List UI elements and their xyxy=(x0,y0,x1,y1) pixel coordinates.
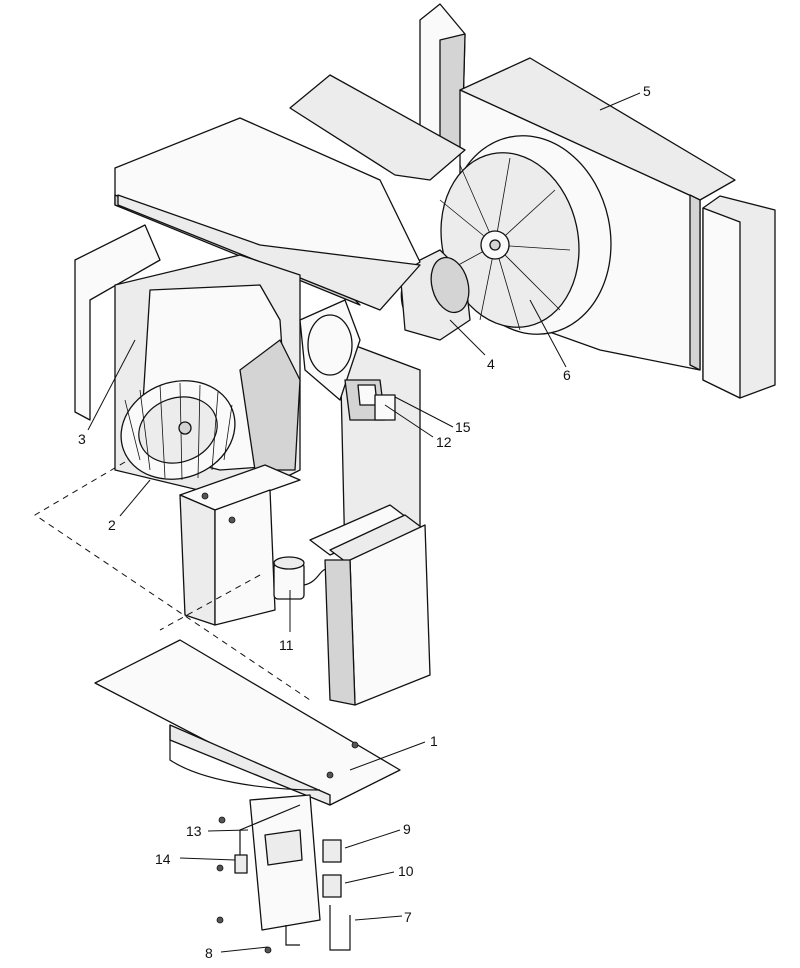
callout-labels: 1 2 3 4 5 6 7 8 9 10 11 12 13 14 15 xyxy=(78,83,651,961)
alignment-lines xyxy=(34,461,311,701)
callout-1: 1 xyxy=(430,733,438,749)
callout-15: 15 xyxy=(455,419,471,435)
callout-3: 3 xyxy=(78,431,86,447)
base-pan xyxy=(94,639,401,806)
control-board xyxy=(344,379,396,421)
callout-13: 13 xyxy=(186,823,202,839)
callout-12: 12 xyxy=(436,434,452,450)
fan-assembly xyxy=(439,135,612,335)
lower-bracket xyxy=(216,794,351,954)
callout-10: 10 xyxy=(398,863,414,879)
fan-motor xyxy=(399,249,471,341)
side-access-panel xyxy=(309,504,431,706)
blower-wheel xyxy=(120,380,236,481)
electrical-box xyxy=(179,464,301,626)
callout-11: 11 xyxy=(279,637,294,653)
leader-lines xyxy=(87,92,641,953)
callout-8: 8 xyxy=(205,945,213,961)
callout-6: 6 xyxy=(563,367,571,383)
callout-9: 9 xyxy=(403,821,411,837)
callout-4: 4 xyxy=(487,356,495,372)
callout-14: 14 xyxy=(155,851,171,867)
capacitor xyxy=(273,556,331,600)
callout-7: 7 xyxy=(404,909,412,925)
callout-5: 5 xyxy=(643,83,651,99)
callout-2: 2 xyxy=(108,517,116,533)
